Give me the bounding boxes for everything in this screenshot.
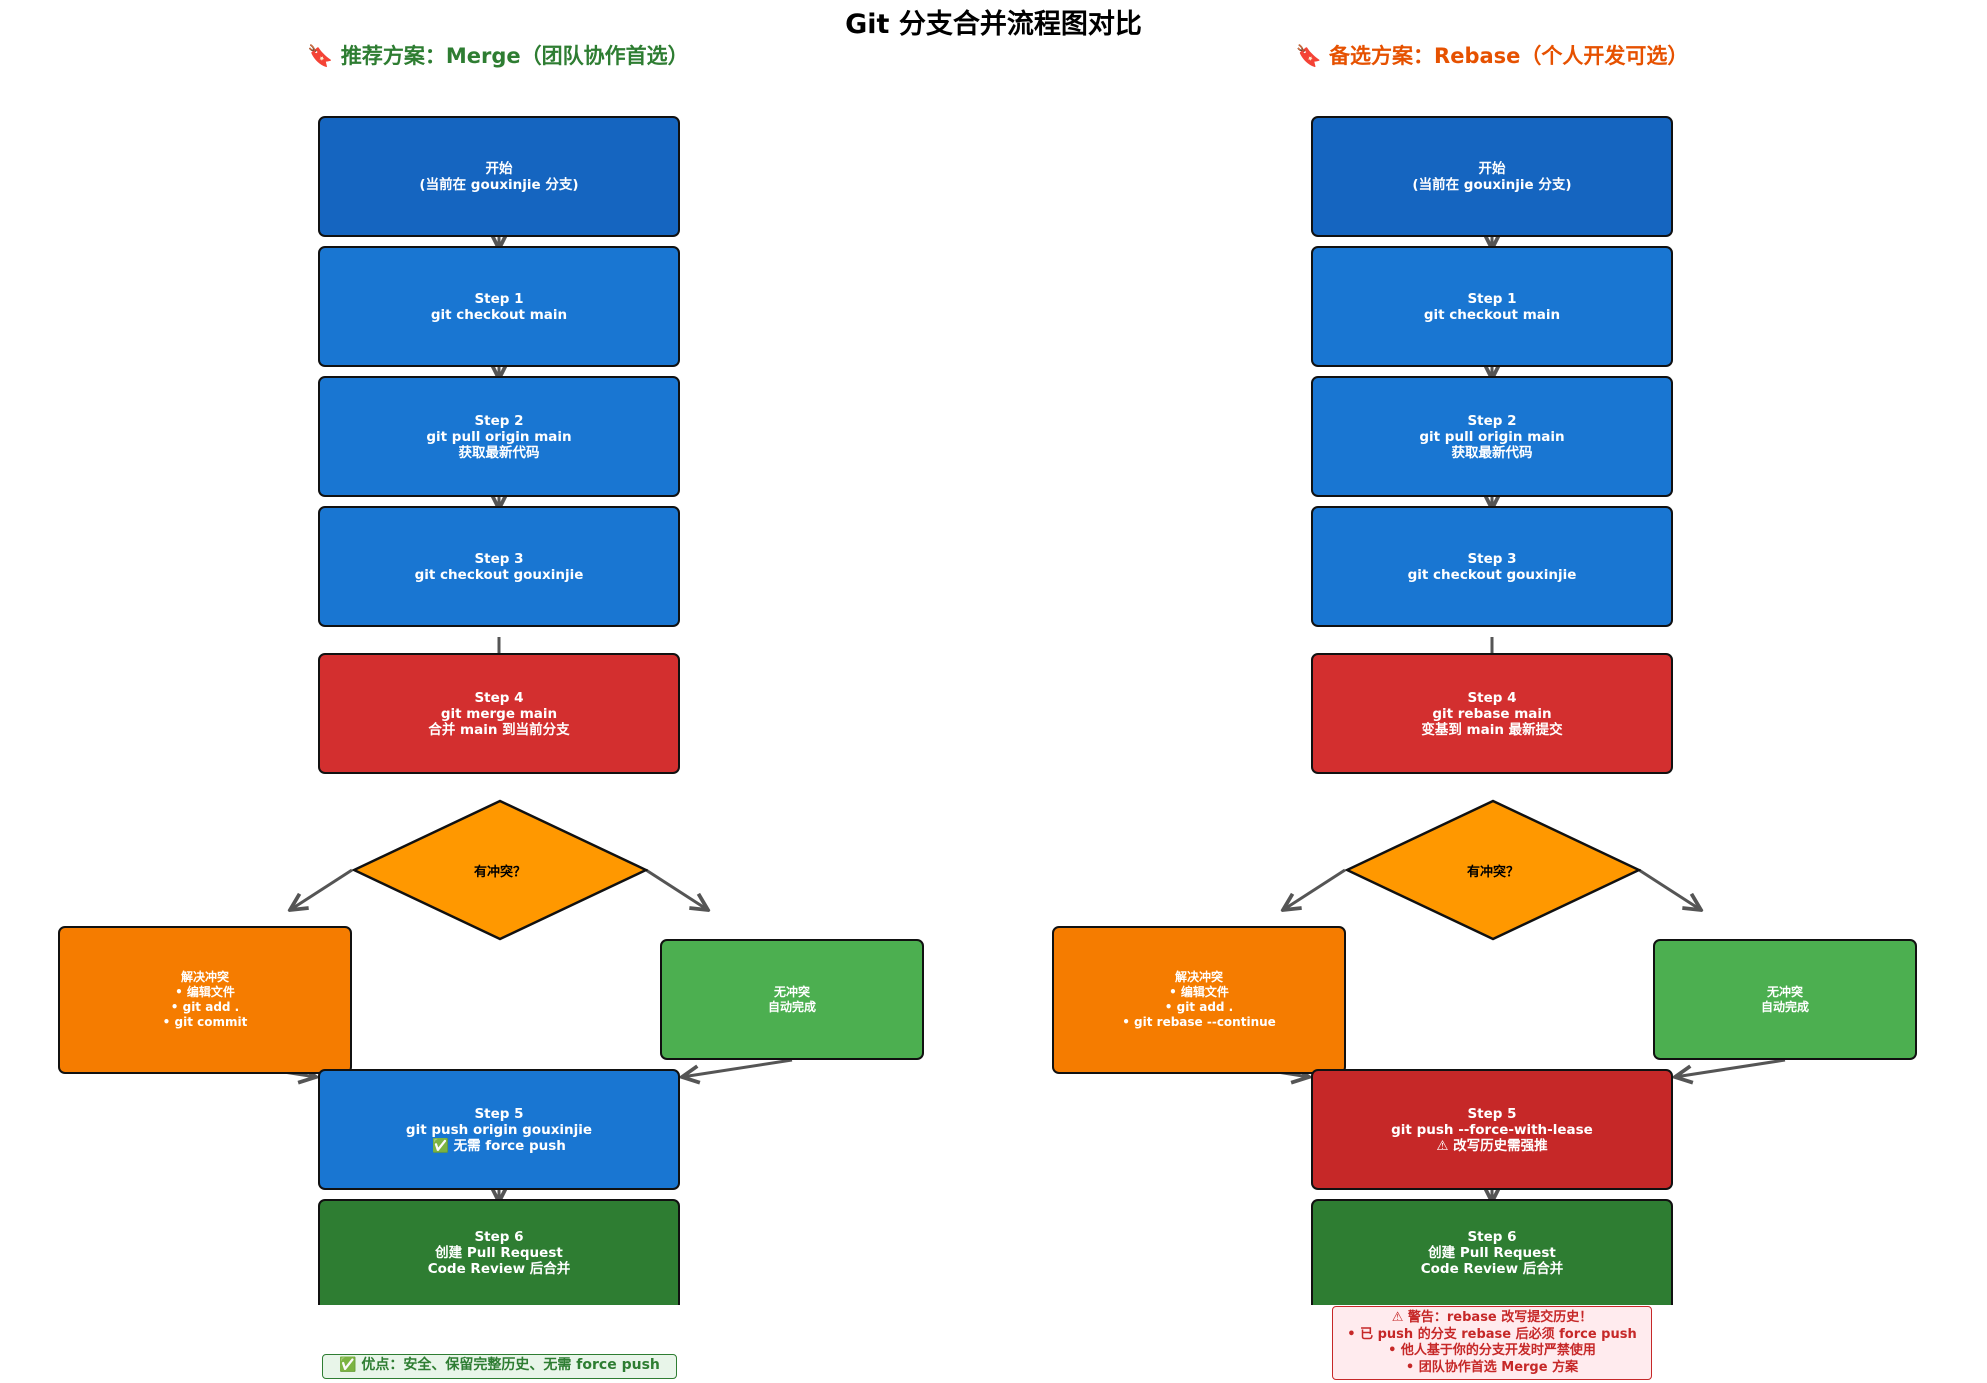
rebase-arrow-no-conflict-to-step5 [1675, 1058, 1786, 1077]
merge-conflict-node: 解决冲突 • 编辑文件 • git add . • git commit [58, 926, 352, 1074]
rebase-decision-diamond [1345, 799, 1641, 941]
rebase-start-node: 开始 (当前在 gouxinjie 分支) [1311, 116, 1673, 237]
merge-step4-node: Step 4 git merge main 合并 main 到当前分支 [318, 653, 680, 774]
merge-step3-node: Step 3 git checkout gouxinjie [318, 506, 680, 627]
rebase-column-title: 🔖 备选方案：Rebase（个人开发可选） [1295, 44, 1689, 68]
rebase-arrow-decision-to-conflict [1283, 868, 1346, 910]
merge-decision-diamond [352, 799, 648, 941]
rebase-step4-node: Step 4 git rebase main 变基到 main 最新提交 [1311, 653, 1673, 774]
merge-start-node: 开始 (当前在 gouxinjie 分支) [318, 116, 680, 237]
rebase-step1-node: Step 1 git checkout main [1311, 246, 1673, 367]
merge-step6-node: Step 6 创建 Pull Request Code Review 后合并 [318, 1199, 680, 1305]
rebase-arrow-decision-to-no-conflict [1638, 868, 1701, 910]
merge-step1-node: Step 1 git checkout main [318, 246, 680, 367]
merge-column-title: 🔖 推荐方案：Merge（团队协作首选） [307, 44, 689, 68]
rebase-step3-node: Step 3 git checkout gouxinjie [1311, 506, 1673, 627]
merge-step5-node: Step 5 git push origin gouxinjie ✅ 无需 fo… [318, 1069, 680, 1190]
merge-arrow-decision-to-no-conflict [645, 868, 708, 910]
rebase-conflict-node: 解决冲突 • 编辑文件 • git add . • git rebase --c… [1052, 926, 1346, 1074]
merge-no-conflict-node: 无冲突 自动完成 [660, 939, 924, 1060]
rebase-warning-note: ⚠ 警告：rebase 改写提交历史！ • 已 push 的分支 rebase … [1332, 1306, 1652, 1380]
rebase-step5-node: Step 5 git push --force-with-lease ⚠ 改写历… [1311, 1069, 1673, 1190]
rebase-step2-node: Step 2 git pull origin main 获取最新代码 [1311, 376, 1673, 497]
page-title: Git 分支合并流程图对比 [845, 9, 1142, 40]
rebase-decision-label: 有冲突？ [1466, 865, 1519, 880]
rebase-step6-node: Step 6 创建 Pull Request Code Review 后合并 [1311, 1199, 1673, 1305]
merge-arrow-decision-to-conflict [290, 868, 353, 910]
rebase-no-conflict-node: 无冲突 自动完成 [1653, 939, 1917, 1060]
merge-step2-node: Step 2 git pull origin main 获取最新代码 [318, 376, 680, 497]
merge-advantage-note: ✅ 优点：安全、保留完整历史、无需 force push [322, 1354, 677, 1379]
merge-arrow-no-conflict-to-step5 [682, 1058, 793, 1077]
merge-decision-label: 有冲突？ [473, 865, 526, 880]
